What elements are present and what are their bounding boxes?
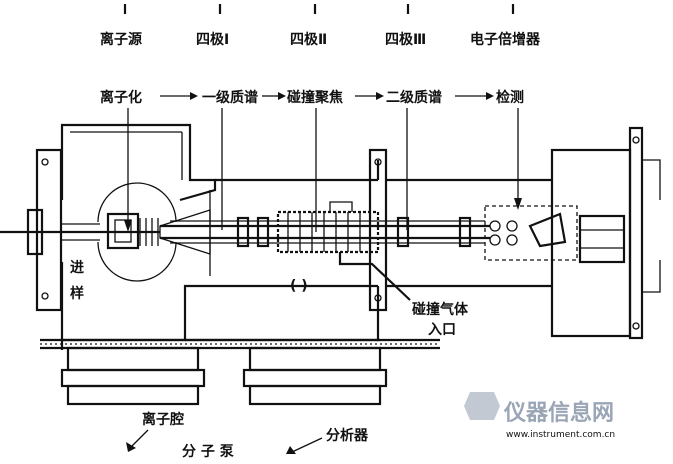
collision-cell — [276, 201, 411, 301]
label-quad-1: 四极Ⅰ — [196, 31, 229, 48]
flow-collision-focus: 碰撞聚焦 — [287, 89, 343, 106]
watermark-text: 仪器信息网 — [503, 400, 614, 426]
label-collision-gas: 碰撞气体 — [412, 301, 469, 318]
label-molecular-pump: 分 子 泵 — [182, 444, 234, 460]
label-inlet-1: 进 — [70, 260, 84, 276]
flow-arrows — [160, 92, 494, 100]
label-quad-2: 四极Ⅱ — [290, 31, 327, 48]
flow-ionization: 离子化 — [100, 89, 142, 106]
label-ion-source: 离子源 — [100, 31, 142, 48]
label-analyzer: 分析器 — [326, 427, 369, 444]
watermark-logo-icon — [464, 392, 500, 420]
flow-ms2: 二级质谱 — [386, 89, 442, 106]
rod-clamps — [236, 216, 472, 248]
center-mark: ( ) — [290, 278, 308, 294]
flow-detect: 检测 — [496, 89, 524, 106]
label-quad-3: 四极Ⅲ — [385, 31, 426, 48]
label-ion-chamber: 离子腔 — [142, 411, 184, 428]
base-plate — [40, 338, 440, 350]
label-collision-gas-inlet: 入口 — [428, 322, 456, 338]
watermark-url: www.instrument.com.cn — [506, 430, 615, 440]
label-inlet-2: 样 — [70, 285, 84, 302]
pointer-lines — [124, 108, 522, 232]
pump-arrows — [126, 429, 323, 454]
top-ticks — [123, 4, 515, 14]
pump-left — [60, 346, 206, 406]
quadrupole-rods — [160, 220, 490, 244]
watermark: 仪器信息网 www.instrument.com.cn — [464, 392, 615, 440]
label-electron-multiplier: 电子倍增器 — [470, 31, 541, 48]
pump-right — [242, 346, 388, 406]
inlet-flange — [0, 148, 100, 312]
detector-section — [484, 126, 661, 340]
flow-ms1: 一级质谱 — [202, 89, 258, 106]
